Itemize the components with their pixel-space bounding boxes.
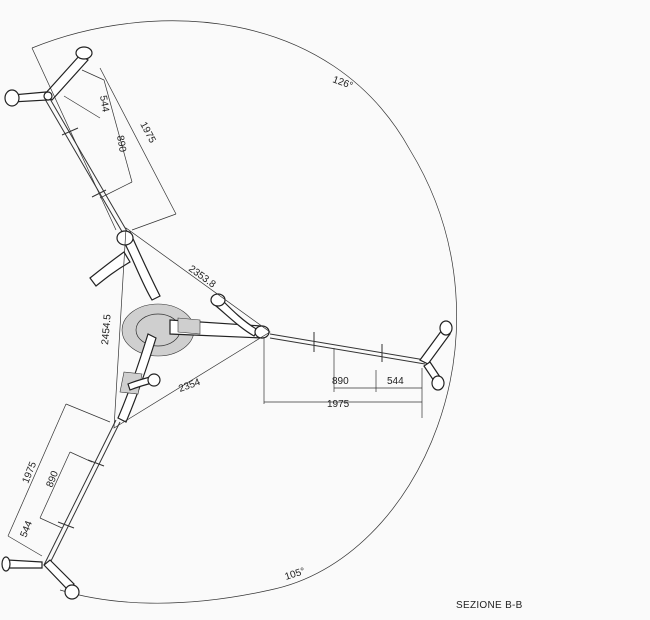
arm-top-left	[4, 46, 129, 236]
central-structure	[89, 230, 270, 423]
arm-right	[269, 320, 453, 391]
dims-bottom-arm	[7, 403, 111, 557]
dim-bottom-890: 890	[45, 469, 62, 489]
arm-bottom-left	[1, 419, 121, 600]
dim-triangle-top: 2353.8	[186, 264, 218, 291]
dim-top-1975: 1975	[137, 120, 157, 145]
angle-arc	[31, 20, 457, 604]
dim-top-544: 544	[97, 95, 111, 114]
dim-bottom-544: 544	[19, 519, 36, 539]
dim-right-1975: 1975	[327, 399, 350, 410]
angle-label-top: 126°	[331, 74, 354, 91]
dim-right-890: 890	[332, 376, 349, 387]
triangle-outline	[113, 227, 271, 429]
dim-triangle-left: 2454.5	[100, 313, 114, 345]
dims-right-arm	[263, 338, 423, 418]
dim-right-544: 544	[387, 376, 404, 387]
dim-triangle-bottom: 2354	[177, 377, 202, 395]
dims-top-arm	[31, 47, 177, 231]
dim-bottom-1975: 1975	[21, 460, 40, 485]
dim-top-890: 890	[114, 135, 128, 154]
section-caption: SEZIONE B-B	[456, 600, 523, 611]
